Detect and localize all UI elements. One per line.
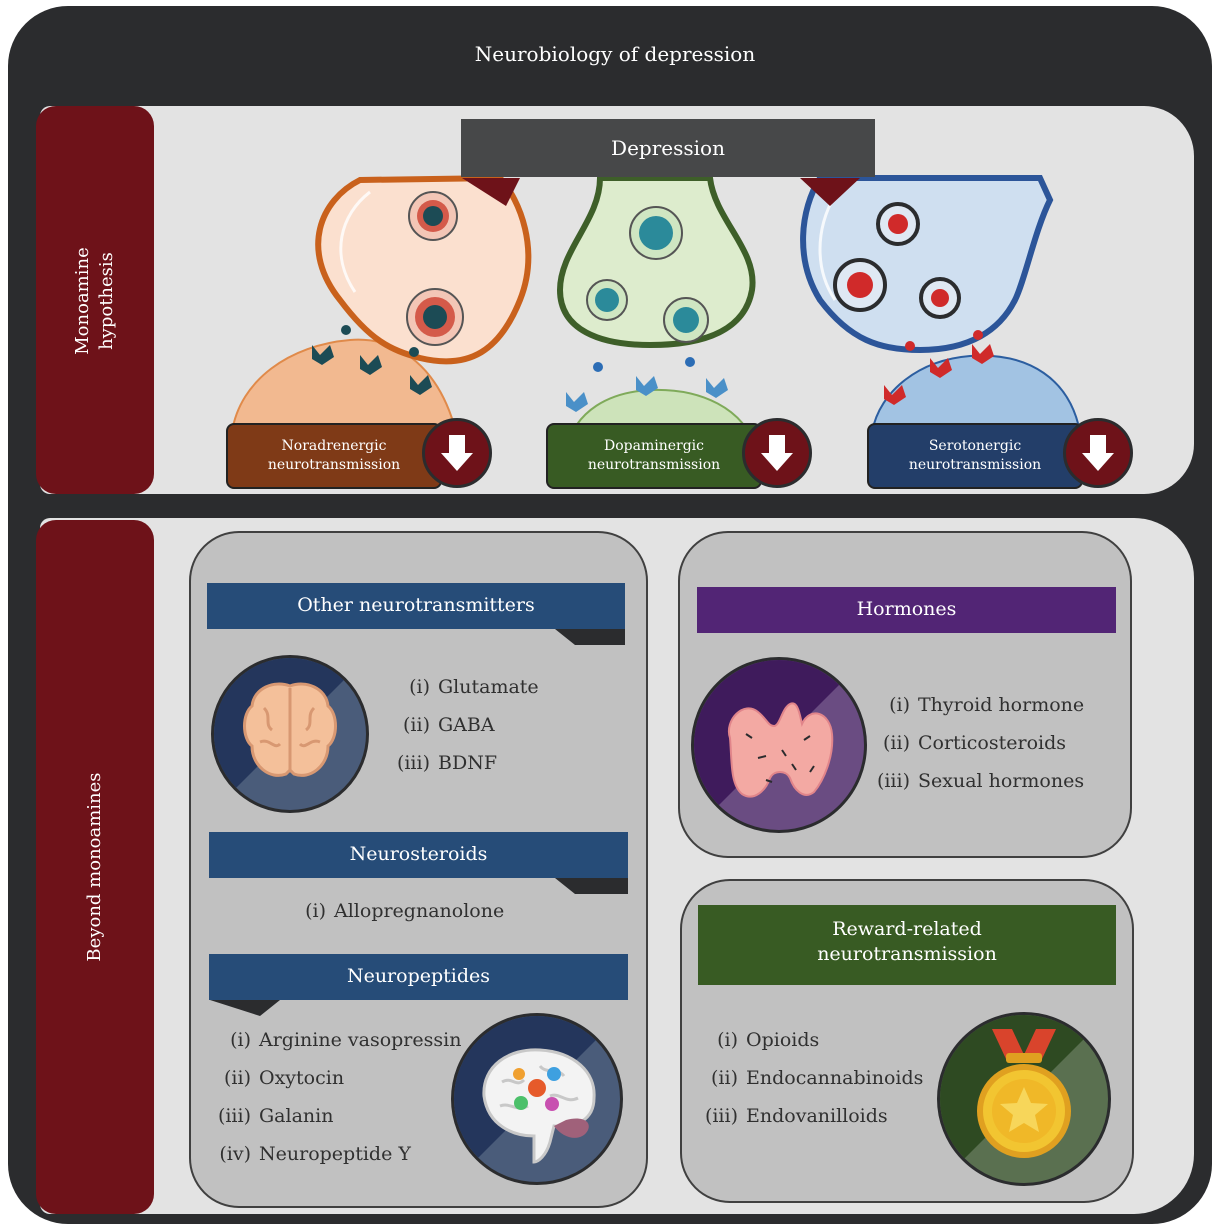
item-num: (iii) [396,752,430,774]
down-arrow-icon [422,418,492,488]
item-text: Glutamate [438,676,539,698]
item-text: Thyroid hormone [918,694,1085,716]
reward-heading-line1: Reward-related [832,918,982,940]
brain-icon [211,655,369,813]
serotonergic-synapse-icon [800,175,1082,433]
hormones-list: (i) Thyroid hormone (ii) Corticosteroids (… [862,686,1112,800]
serotonergic-label: Serotonergic neurotransmission [867,423,1083,489]
dopaminergic-line2: neurotransmission [587,457,721,473]
list-item: (iii) Sexual hormones [862,762,1112,800]
other-nt-list: (i) Glutamate (ii) GABA (iii) BDNF [380,668,630,782]
depression-label: Depression [611,136,725,160]
dopaminergic-label: Dopaminergic neurotransmission [546,423,762,489]
item-text: Sexual hormones [918,770,1085,792]
figure-title: Neurobiology of depression [474,42,756,66]
neuropeptides-banner [209,954,628,1000]
hormones-heading: Hormones [856,598,957,620]
list-item: (iii) Endovanilloids [692,1097,932,1135]
item-text: GABA [438,714,495,736]
list-item: (ii) GABA [380,706,630,744]
item-text: Corticosteroids [918,732,1066,754]
item-num: (ii) [711,1067,738,1089]
item-text: Galanin [259,1105,334,1127]
down-arrow-icon [1063,418,1133,488]
other-nt-heading: Other neurotransmitters [297,594,535,616]
item-text: Arginine vasopressin [259,1029,462,1051]
item-num: (i) [717,1029,738,1051]
list-item: (ii) Oxytocin [205,1059,465,1097]
noradrenergic-line1: Noradrenergic [281,438,387,454]
list-item: (iii) Galanin [205,1097,465,1135]
beyond-side-tab [36,520,154,1214]
item-text: BDNF [438,752,498,774]
serotonergic-line2: neurotransmission [908,457,1042,473]
list-item: (ii) Corticosteroids [862,724,1112,762]
neurosteroids-heading: Neurosteroids [349,843,488,865]
serotonergic-line1: Serotonergic [928,438,1022,454]
item-num: (i) [230,1029,251,1051]
item-num: (i) [305,900,326,922]
neuropeptides-list: (i) Arginine vasopressin (ii) Oxytocin (ii… [205,1021,465,1173]
list-item: (i) Opioids [692,1021,932,1059]
list-item: (i) Arginine vasopressin [205,1021,465,1059]
item-num: (iii) [876,770,910,792]
reward-heading-line2: neurotransmission [817,943,997,965]
list-item: (iii) BDNF [380,744,630,782]
dopaminergic-line1: Dopaminergic [604,438,704,454]
reward-heading: Reward-related neurotransmission [698,917,1116,967]
list-item: (i) Thyroid hormone [862,686,1112,724]
neuropeptides-heading: Neuropeptides [346,965,491,987]
item-text: Neuropeptide Y [259,1143,411,1165]
other-nt-banner [207,583,625,629]
monoamine-side-tab [36,106,154,494]
item-num: (ii) [403,714,430,736]
item-text: Allopregnanolone [334,900,505,922]
item-num: (iv) [219,1143,251,1165]
neurosteroids-banner [209,832,628,878]
down-arrow-icon [742,418,812,488]
item-text: Endocannabinoids [746,1067,924,1089]
item-num: (i) [409,676,430,698]
noradrenergic-label: Noradrenergic neurotransmission [226,423,442,489]
list-item: (ii) Endocannabinoids [692,1059,932,1097]
item-text: Opioids [746,1029,820,1051]
item-num: (ii) [883,732,910,754]
item-text: Endovanilloids [746,1105,888,1127]
noradrenergic-synapse-icon [230,174,532,433]
item-num: (i) [889,694,910,716]
depression-box [461,119,875,177]
list-item: (i) Glutamate [380,668,630,706]
reward-list: (i) Opioids (ii) Endocannabinoids (iii) End… [692,1021,932,1135]
item-num: (iii) [217,1105,251,1127]
neurosteroids-list: (i) Allopregnanolone [250,892,580,930]
brain-regions-icon [451,1013,623,1185]
reward-banner [698,905,1116,985]
thyroid-icon [691,657,867,833]
hormones-banner [697,587,1116,633]
medal-icon [937,1012,1111,1186]
item-text: Oxytocin [259,1067,345,1089]
noradrenergic-line2: neurotransmission [267,457,401,473]
item-num: (ii) [224,1067,251,1089]
list-item: (i) Allopregnanolone [250,892,580,930]
list-item: (iv) Neuropeptide Y [205,1135,465,1173]
item-num: (iii) [704,1105,738,1127]
